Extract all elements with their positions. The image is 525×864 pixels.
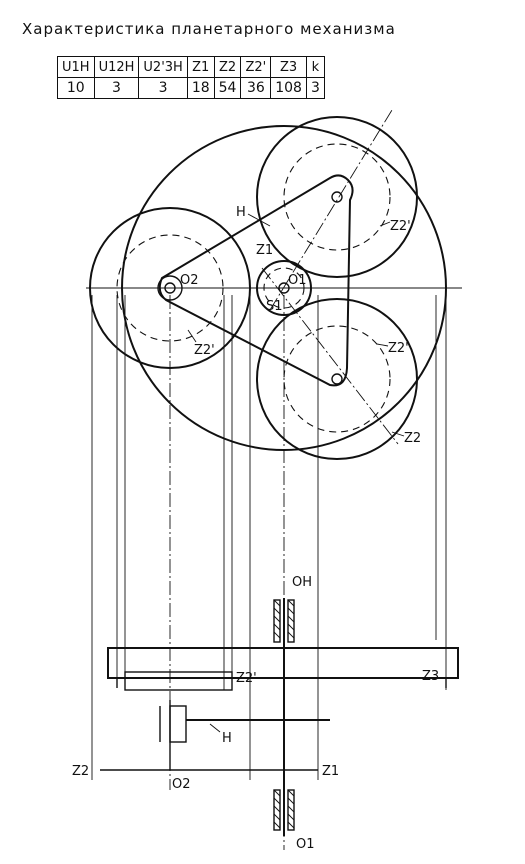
sun-axle	[278, 282, 290, 294]
table-header: Z2'	[240, 56, 272, 78]
label-center-o1: O1	[288, 273, 307, 288]
label-sun-z1: Z1	[256, 243, 273, 258]
center-line-lower	[261, 267, 399, 445]
planet-gear-z2p-left	[116, 234, 224, 342]
table-header: U12H	[93, 56, 140, 78]
table-cell: 108	[270, 77, 307, 99]
parameters-table: U1H U12H U2'3H Z1 Z2 Z2' Z3 k 10 3 3 18 …	[57, 56, 325, 99]
label-z2-side: Z2	[72, 764, 89, 779]
plan-view: H Z1 O1 O2 S1 Z2' Z2' Z2' Z2	[86, 109, 462, 460]
table-value-row: 10 3 3 18 54 36 108 3	[57, 77, 325, 99]
label-z2p-upper: Z2'	[390, 219, 411, 234]
table-header-row: U1H U12H U2'3H Z1 Z2 Z2' Z3 k	[57, 56, 325, 78]
leader-z2p-right	[376, 343, 389, 347]
label-s1: S1	[266, 299, 283, 314]
sun-gear-pitch	[263, 267, 305, 309]
table-cell: 54	[213, 77, 242, 99]
planet-bearing	[169, 705, 187, 743]
label-z3-side: Z3	[422, 669, 439, 684]
table-header: U2'3H	[138, 56, 188, 78]
leader-h	[247, 213, 271, 227]
planet-gear-z2-lower	[256, 298, 418, 460]
label-carrier-h: H	[236, 205, 246, 220]
label-z2p-right: Z2'	[388, 341, 409, 356]
label-oh: OH	[292, 575, 312, 590]
leader-z2p-left	[187, 329, 197, 343]
planet-z2p-side	[124, 671, 233, 691]
table-cell: 10	[57, 77, 95, 99]
table-header: Z2	[213, 56, 242, 78]
bearing-o1-left	[273, 789, 281, 831]
table-cell: 3	[138, 77, 188, 99]
label-z2p-left: Z2'	[194, 343, 215, 358]
planet-axle-upper	[331, 191, 343, 203]
diagram-title: Характеристика планетарного механизма	[22, 20, 396, 38]
leader-z2-lower	[391, 431, 405, 437]
table-cell: 36	[240, 77, 272, 99]
label-h-side: H	[222, 731, 232, 746]
bearing-oh-left	[273, 599, 281, 643]
label-z2-lower: Z2	[404, 431, 421, 446]
carrier-arm-h	[158, 174, 354, 387]
table-header: k	[305, 56, 325, 78]
label-o1-side: O1	[296, 837, 315, 852]
planet-axle-lower	[331, 373, 343, 385]
planet-axle-left	[164, 282, 176, 294]
label-z2p-side: Z2'	[236, 671, 257, 686]
planet-gear-z2-upper	[256, 116, 418, 278]
planet-gear-z2p-lower	[283, 325, 391, 433]
label-center-o2: O2	[180, 273, 199, 288]
side-view: OH Z2' Z3 H Z2 O2 Z1 O1	[72, 575, 459, 852]
table-cell: 3	[305, 77, 325, 99]
label-o2-side: O2	[172, 777, 191, 792]
sun-gear-z1	[256, 260, 312, 316]
bearing-oh-right	[287, 599, 295, 643]
planet-gear-z2p-upper	[283, 143, 391, 251]
projection-lines	[91, 295, 447, 850]
bearing-o1-right	[287, 789, 295, 831]
leader-z2p-upper	[379, 221, 391, 227]
leader-h-side	[209, 723, 221, 733]
label-z1-side: Z1	[322, 764, 339, 779]
center-line-upper	[269, 109, 393, 311]
